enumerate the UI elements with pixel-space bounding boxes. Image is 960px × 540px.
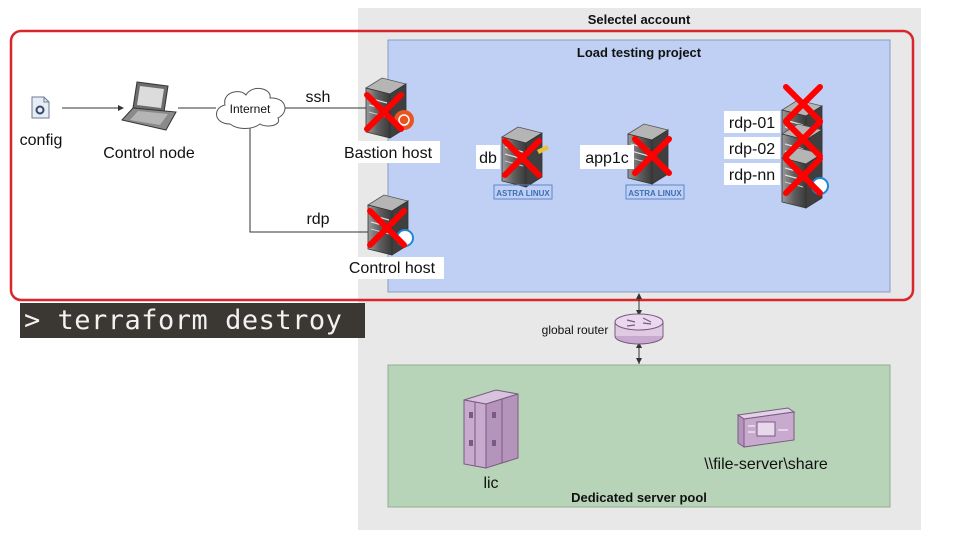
- app1c-astra-linux-logo: ASTRA LINUX: [628, 189, 682, 198]
- global-router-icon: [614, 313, 664, 345]
- lic-server-icon: [463, 389, 519, 469]
- app1c-label: app1c: [585, 150, 629, 167]
- db-server-icon: [501, 126, 549, 188]
- db-astra-linux-logo: ASTRA LINUX: [496, 189, 550, 198]
- bastion-host-label: Bastion host: [344, 145, 433, 162]
- file-server-icon: [736, 407, 796, 448]
- terraform-destroy-command: > terraform destroy: [20, 303, 365, 338]
- lic-label: lic: [483, 475, 498, 492]
- rdp-01-label: rdp-01: [729, 115, 775, 132]
- global-router-label: global router: [542, 323, 609, 337]
- config-label: config: [20, 132, 63, 149]
- db-label: db: [479, 150, 497, 167]
- file-server-label: \\file-server\share: [704, 456, 828, 473]
- laptop-icon: [121, 81, 177, 131]
- control-node-label: Control node: [103, 145, 195, 162]
- rdp-02-label: rdp-02: [729, 141, 775, 158]
- internet-cloud-icon: [216, 87, 286, 129]
- dedicated-server-pool-title: Dedicated server pool: [571, 490, 707, 505]
- load-testing-project-title: Load testing project: [577, 45, 702, 60]
- rdp-label: rdp: [306, 211, 329, 228]
- control-host-label: Control host: [349, 260, 436, 277]
- dedicated-server-pool-container: [387, 364, 891, 508]
- internet-label: Internet: [230, 102, 271, 116]
- rdp-nn-label: rdp-nn: [729, 167, 775, 184]
- highlight-box: [9, 29, 915, 302]
- edge-rdp: [249, 126, 368, 233]
- config-file-icon: [31, 96, 50, 119]
- selectel-account-title: Selectel account: [588, 12, 691, 27]
- ssh-label: ssh: [306, 89, 331, 106]
